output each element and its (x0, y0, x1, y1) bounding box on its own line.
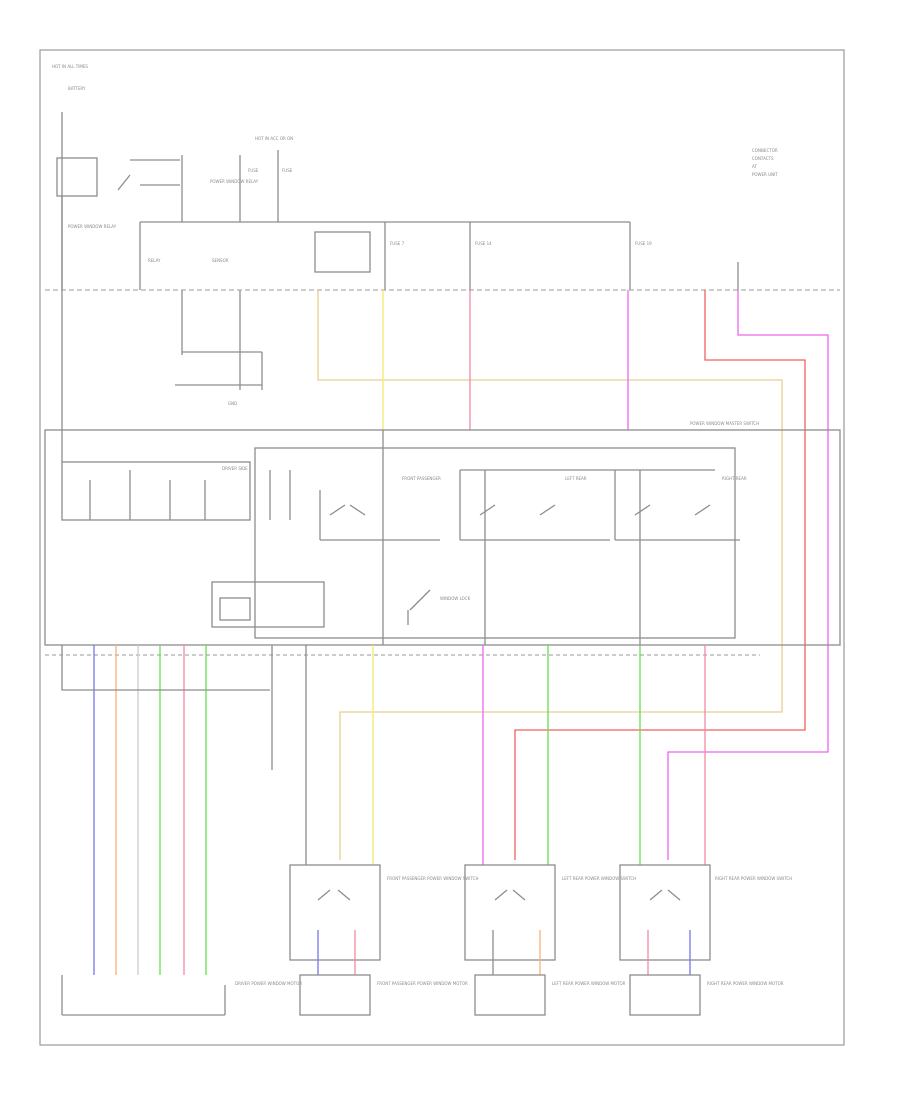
header-label-3: POWER WINDOW RELAY (210, 179, 259, 184)
right-rear-switch-label: RIGHT REAR POWER WINDOW SWITCH (715, 876, 792, 881)
bottom-switches (289, 864, 711, 961)
fuse-label-2: FUSE 14 (475, 241, 492, 246)
header-label-1: HOT IN ALL TIMES (52, 64, 88, 69)
master-sub-label-5: WINDOW LOCK (440, 596, 471, 601)
driver-motor-label: DRIVER POWER WINDOW MOTOR (235, 981, 302, 986)
junction-labels: RELAY SENSOR (148, 258, 229, 263)
ground-label: GND (228, 401, 237, 406)
master-sub-label-1: DRIVER SIDE (222, 466, 248, 471)
junction-label-1: RELAY (148, 258, 161, 263)
lower-wires (93, 645, 706, 975)
master-sub-label-2: FRONT PASSENGER (402, 476, 441, 481)
passenger-motor-label: FRONT PASSENGER POWER WINDOW MOTOR (377, 981, 468, 986)
master-switch-labels: POWER WINDOW MASTER SWITCH DRIVER SIDE F… (222, 421, 759, 601)
note-2: CONTACTS (752, 156, 774, 161)
fuse-label-3: FUSE 19 (635, 241, 652, 246)
motors (299, 974, 701, 1016)
diagram-frame (39, 49, 845, 1046)
master-sub-label-4: RIGHT REAR (722, 476, 747, 481)
fuse-labels: FUSE 7 FUSE 14 FUSE 19 (390, 241, 652, 246)
header-label-7: FUSE (282, 168, 293, 173)
notes-top-right: CONNECTOR CONTACTS AT POWER UNIT (752, 148, 778, 177)
component-labels: FRONT PASSENGER POWER WINDOW SWITCH LEFT… (235, 876, 792, 986)
passenger-switch-label: FRONT PASSENGER POWER WINDOW SWITCH (387, 876, 478, 881)
left-rear-motor-label: LEFT REAR POWER WINDOW MOTOR (552, 981, 626, 986)
header-label-4: HOT IN ACC OR ON (255, 136, 293, 141)
driver-harness (61, 645, 270, 1016)
left-rear-switch-label: LEFT REAR POWER WINDOW SWITCH (562, 876, 636, 881)
header-labels: HOT IN ALL TIMES BATTERY POWER WINDOW RE… (52, 64, 293, 229)
header-label-6: FUSE (248, 168, 259, 173)
note-3: AT (752, 164, 757, 169)
junction-label-2: SENSOR (212, 258, 229, 263)
right-rear-motor-label: RIGHT REAR POWER WINDOW MOTOR (707, 981, 784, 986)
header-label-5: POWER WINDOW RELAY (68, 224, 117, 229)
feed-wires-colored (317, 290, 829, 860)
master-switch-label: POWER WINDOW MASTER SWITCH (690, 421, 759, 426)
power-feed-wiring (56, 112, 739, 462)
master-sub-label-3: LEFT REAR (565, 476, 587, 481)
master-switch (44, 429, 841, 646)
note-1: CONNECTOR (752, 148, 778, 153)
motor-wires (317, 930, 691, 975)
fuse-label-1: FUSE 7 (390, 241, 405, 246)
header-label-2: BATTERY (68, 86, 86, 91)
note-4: POWER UNIT (752, 172, 778, 177)
